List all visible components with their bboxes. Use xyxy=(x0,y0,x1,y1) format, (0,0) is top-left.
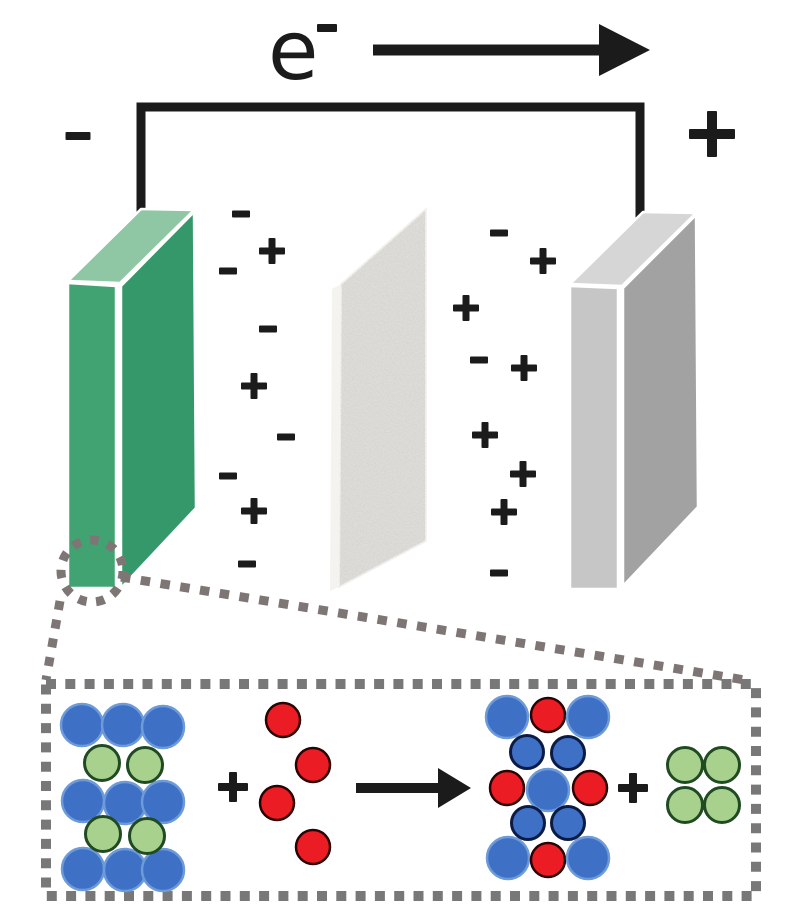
electron-flow-arrow xyxy=(373,24,650,76)
cathode-electrode-gray xyxy=(568,210,700,591)
ion-minus xyxy=(470,356,488,364)
atom-blue xyxy=(60,778,106,824)
released-green-ions xyxy=(666,746,741,824)
ion-plus xyxy=(453,295,479,321)
atom-green xyxy=(128,817,166,855)
atom-blue xyxy=(140,847,186,893)
reaction-arrow xyxy=(356,768,471,808)
ion-plus xyxy=(259,238,285,264)
anode-front-face xyxy=(119,210,198,590)
circuit-wire xyxy=(136,102,645,247)
atom-green xyxy=(83,744,121,782)
atom-blue xyxy=(60,846,106,892)
atom-red xyxy=(264,701,302,739)
ion-minus xyxy=(277,433,295,441)
atom-blue xyxy=(100,702,146,748)
atom-small_blue xyxy=(550,735,586,771)
arrowhead-icon xyxy=(599,24,650,76)
atom-small_blue xyxy=(550,805,586,841)
atom-green xyxy=(703,746,741,784)
atom-blue xyxy=(565,835,611,881)
separator-membrane xyxy=(330,206,427,591)
separator-edge xyxy=(330,284,341,591)
atom-red xyxy=(488,769,526,807)
atom-green xyxy=(126,746,164,784)
atom-blue xyxy=(485,835,531,881)
ion-minus xyxy=(219,472,237,480)
atom-red xyxy=(258,784,296,822)
reactant-plus-sign xyxy=(218,772,248,802)
ion-plus xyxy=(241,498,267,524)
atom-blue xyxy=(140,704,186,750)
ion-minus xyxy=(490,229,508,237)
atom-red xyxy=(529,841,567,879)
inset-box xyxy=(41,679,761,901)
atom-red xyxy=(294,746,332,784)
atom-blue xyxy=(484,694,530,740)
zoom-dashed-line-left xyxy=(41,600,65,681)
ion-plus xyxy=(241,373,267,399)
ion-plus xyxy=(510,461,536,487)
ion-minus xyxy=(238,560,256,568)
electrolyte-ions-right xyxy=(453,229,556,577)
ion-plus xyxy=(491,499,517,525)
reactant-lattice xyxy=(59,702,186,893)
ion-plus xyxy=(472,422,498,448)
atom-red xyxy=(529,696,567,734)
atom-green xyxy=(703,786,741,824)
positive-terminal-label xyxy=(689,111,735,157)
atom-blue xyxy=(59,702,105,748)
zoom-dashed-line-right xyxy=(120,572,752,686)
free-red-ions xyxy=(258,701,332,866)
electrolyte-ions-left xyxy=(219,210,295,568)
anode-top-face xyxy=(66,207,196,285)
zoom-callout xyxy=(41,535,752,686)
atom-small_blue xyxy=(509,734,545,770)
cathode-front-face xyxy=(621,213,700,588)
atom-blue xyxy=(140,779,186,825)
atom-red xyxy=(294,828,332,866)
atom-green xyxy=(84,815,122,853)
ion-plus xyxy=(530,248,556,274)
product-lattice xyxy=(484,694,611,881)
symbol-labels xyxy=(65,24,735,803)
atom-green xyxy=(666,786,704,824)
product-plus-sign xyxy=(618,773,648,803)
atom-green xyxy=(666,746,704,784)
electron-superscript-minus xyxy=(317,24,337,32)
electron-label: e xyxy=(268,4,318,99)
magnifier-circle xyxy=(56,535,128,607)
ion-minus xyxy=(232,210,250,218)
ion-plus xyxy=(511,355,537,381)
ion-minus xyxy=(490,569,508,577)
negative-terminal-label xyxy=(65,132,91,140)
atom-small_blue xyxy=(510,805,546,841)
ion-minus xyxy=(259,325,277,333)
cathode-top-face xyxy=(568,210,698,288)
separator-texture xyxy=(339,209,426,587)
atom-blue xyxy=(525,767,571,813)
reaction-arrowhead-icon xyxy=(438,768,471,808)
cathode-left-face xyxy=(568,284,620,591)
ion-minus xyxy=(219,267,237,275)
atom-red xyxy=(571,769,609,807)
anode-electrode-green xyxy=(66,207,198,590)
atom-blue xyxy=(102,847,148,893)
atom-blue xyxy=(565,694,611,740)
